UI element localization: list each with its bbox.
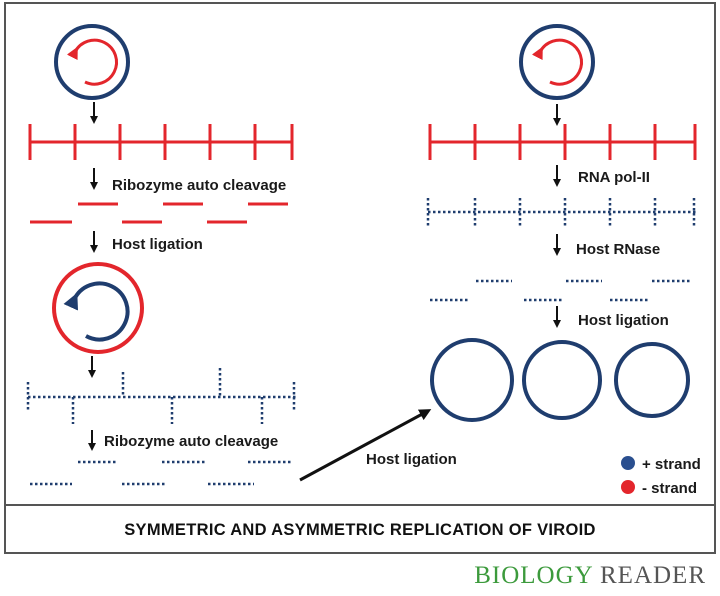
left-red-monomers [30,202,288,224]
brand-part1: BIOLOGY [474,562,593,589]
diagram-panel [4,2,716,554]
left-viroid-circle [54,24,130,100]
legend: + strand - strand [621,456,701,497]
left-minus-circle [52,262,144,354]
brand-logo: BIOLOGY READER [474,562,706,590]
host-ligation-arrow-icon [299,409,432,482]
left-step2-label: Host ligation [112,236,203,253]
right-ligated-circles [430,338,690,422]
right-red-concatemer [428,124,697,160]
legend-minus-label: - strand [642,480,697,497]
figure-caption: SYMMETRIC AND ASYMMETRIC REPLICATION OF … [124,520,596,539]
right-step1-label: RNA pol-II [578,169,650,186]
legend-plus-label: + strand [642,456,701,473]
caption-bar: SYMMETRIC AND ASYMMETRIC REPLICATION OF … [4,504,716,554]
minus-strand-swatch [621,480,635,494]
left-red-concatemer [28,124,294,160]
plus-strand-swatch [621,456,635,470]
right-viroid-circle [519,24,595,100]
right-blue-concatemer [426,198,696,226]
right-blue-monomers [430,279,690,302]
left-blue-concatemer [26,368,296,424]
viroid-replication-diagram: Ribozyme auto cleavage Host ligation Rib… [26,24,701,497]
center-ligation-label: Host ligation [366,451,457,468]
right-step3-label: Host ligation [578,312,669,329]
brand-part2: READER [600,562,706,589]
right-step2-label: Host RNase [576,241,660,258]
left-step3-label: Ribozyme auto cleavage [104,433,278,450]
left-step1-label: Ribozyme auto cleavage [112,177,286,194]
left-blue-monomers [30,460,292,486]
